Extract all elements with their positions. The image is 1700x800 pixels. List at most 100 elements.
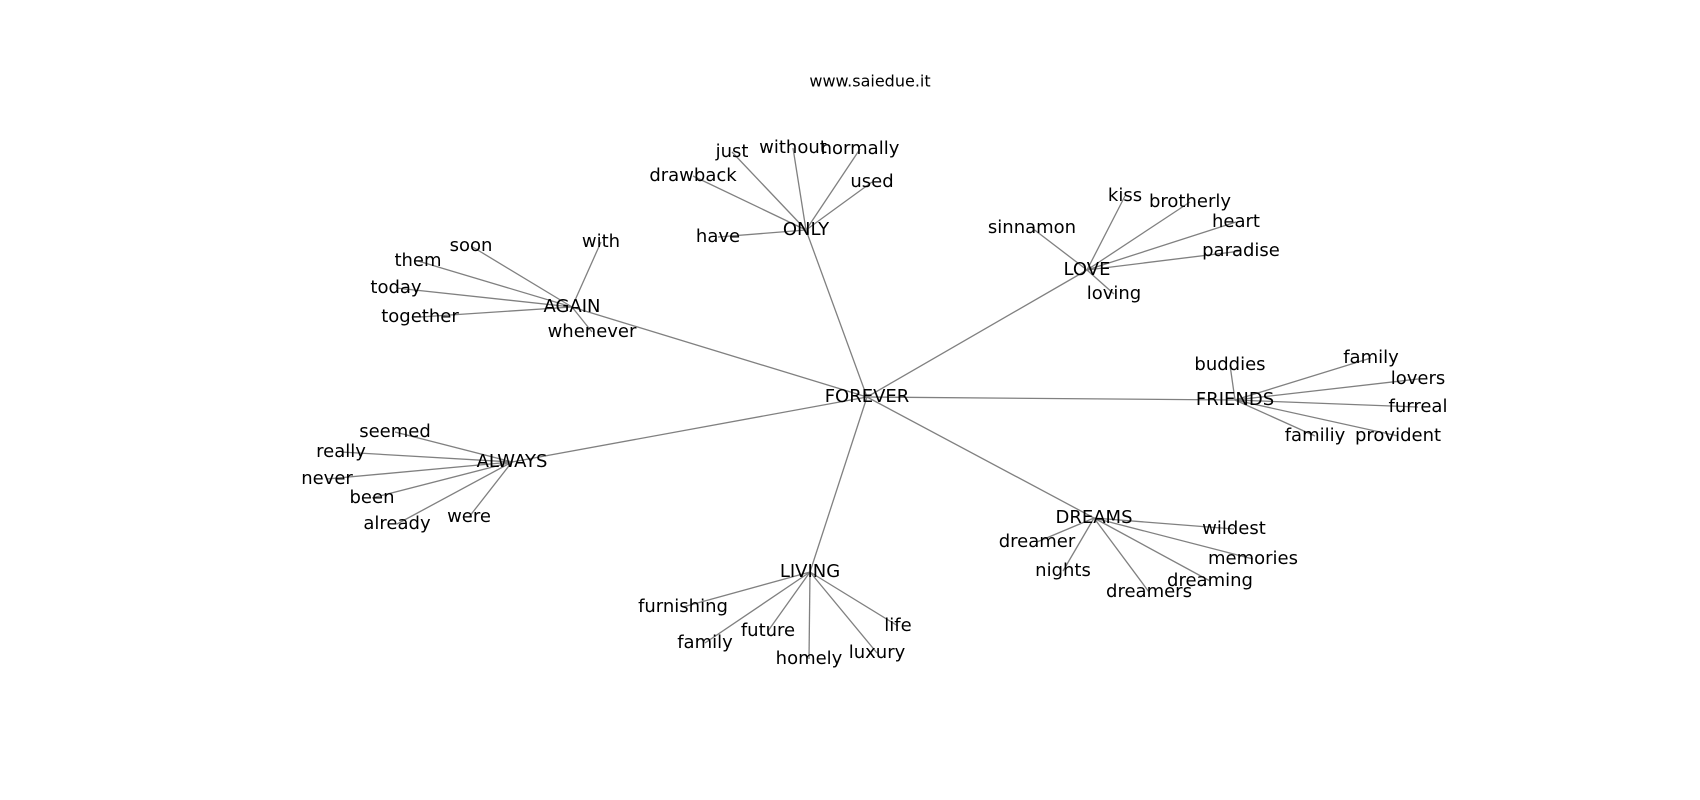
edge-love-sinnamon [1031, 227, 1088, 271]
node-label-sinnamon: sinnamon [988, 217, 1076, 238]
edge-forever-love [866, 269, 1088, 398]
edge-only-have [717, 229, 807, 238]
node-label-forever: FOREVER [825, 386, 910, 407]
edge-love-kiss [1086, 195, 1126, 271]
edge-living-furnishing [682, 571, 811, 608]
node-label-heart: heart [1212, 211, 1260, 232]
node-label-family_living: family [677, 632, 733, 653]
node-label-homely: homely [776, 648, 843, 669]
edge-forever-dreams [866, 396, 1095, 519]
edge-living-life [809, 571, 899, 627]
node-label-provident: provident [1355, 425, 1441, 446]
label-layer: FOREVER ONLY AGAIN ALWAYS LIVING DREAMS FRIEND… [301, 137, 1447, 669]
edge-always-been [371, 461, 513, 499]
node-label-dreams: DREAMS [1055, 507, 1132, 528]
edge-always-really [340, 451, 513, 463]
edge-dreams-wildest [1093, 517, 1235, 530]
node-label-buddies: buddies [1194, 354, 1265, 375]
node-label-paradise: paradise [1202, 240, 1280, 261]
edge-living-homely [808, 571, 811, 660]
node-label-normally: normally [821, 138, 900, 159]
node-label-life: life [884, 615, 911, 636]
edge-friends-furreal [1234, 399, 1419, 408]
edge-again-with [571, 241, 602, 308]
node-label-dreaming: dreaming [1167, 570, 1253, 591]
node-label-without: without [759, 137, 827, 158]
edge-always-already [396, 461, 513, 525]
node-label-family_friends: family [1343, 347, 1399, 368]
node-label-just: just [715, 141, 749, 162]
node-label-with: with [582, 231, 620, 252]
node-label-dreamer: dreamer [999, 531, 1076, 552]
node-label-always: ALWAYS [477, 451, 548, 472]
node-label-future: future [741, 620, 795, 641]
edge-friends-lovers [1234, 378, 1419, 401]
edge-again-soon [470, 245, 573, 308]
edge-living-luxury [809, 571, 878, 654]
edge-always-seemed [394, 431, 513, 463]
edge-only-drawback [692, 175, 807, 231]
node-label-already: already [363, 513, 431, 534]
edge-dreams-dreamer [1036, 517, 1095, 543]
node-label-nights: nights [1035, 560, 1091, 581]
node-label-luxury: luxury [849, 642, 906, 663]
edge-friends-familiy [1234, 399, 1316, 437]
node-label-dreamers: dreamers [1106, 581, 1192, 602]
edge-dreams-dreaming [1093, 517, 1211, 582]
node-label-soon: soon [450, 235, 493, 256]
node-label-used: used [850, 171, 893, 192]
node-label-living: LIVING [780, 561, 840, 582]
node-label-never: never [301, 468, 353, 489]
edge-forever-always [511, 396, 868, 463]
edge-love-paradise [1086, 250, 1242, 271]
edge-friends-provident [1234, 399, 1399, 437]
node-label-loving: loving [1087, 283, 1142, 304]
edge-again-whenever [571, 306, 593, 333]
edge-only-normally [805, 148, 861, 231]
edge-always-never [326, 461, 513, 480]
node-label-love: LOVE [1064, 259, 1111, 280]
edge-layer [326, 147, 1419, 660]
edge-forever-only [805, 229, 868, 398]
node-label-today: today [370, 277, 422, 298]
edge-forever-again [571, 306, 868, 398]
node-label-wildest: wildest [1202, 518, 1266, 539]
edge-love-heart [1086, 221, 1237, 271]
node-label-familiy: familiy [1285, 425, 1346, 446]
node-label-again: AGAIN [543, 296, 600, 317]
edge-forever-friends [866, 396, 1236, 401]
edge-only-just [731, 151, 807, 231]
node-label-only: ONLY [783, 219, 830, 240]
edge-forever-living [809, 396, 868, 573]
node-label-together: together [381, 306, 459, 327]
edge-friends-buddies [1229, 364, 1236, 401]
node-label-drawback: drawback [649, 165, 737, 186]
edge-again-today [395, 287, 573, 308]
node-label-furreal: furreal [1389, 396, 1448, 417]
edge-always-were [468, 461, 513, 518]
edge-only-used [805, 181, 873, 231]
node-label-brotherly: brotherly [1149, 191, 1231, 212]
edge-only-without [792, 147, 807, 231]
node-label-whenever: whenever [548, 321, 637, 342]
node-label-lovers: lovers [1391, 368, 1446, 389]
node-label-really: really [316, 441, 366, 462]
edge-living-future [767, 571, 811, 632]
node-label-were: were [447, 506, 491, 527]
edge-friends-family_friends [1234, 357, 1372, 401]
node-label-memories: memories [1208, 548, 1298, 569]
site-title: www.saiedue.it [809, 72, 930, 91]
edge-love-brotherly [1086, 201, 1191, 271]
node-label-friends: FRIENDS [1196, 389, 1274, 410]
edge-love-loving [1086, 269, 1115, 295]
edge-dreams-memories [1093, 517, 1254, 560]
edge-dreams-dreamers [1093, 517, 1150, 593]
node-label-kiss: kiss [1108, 185, 1142, 206]
edge-living-family_living [704, 571, 811, 644]
edge-dreams-nights [1062, 517, 1095, 572]
node-label-been: been [350, 487, 395, 508]
node-label-have: have [696, 226, 740, 247]
edge-again-together [419, 306, 573, 318]
node-label-furnishing: furnishing [638, 596, 728, 617]
node-label-seemed: seemed [359, 421, 431, 442]
